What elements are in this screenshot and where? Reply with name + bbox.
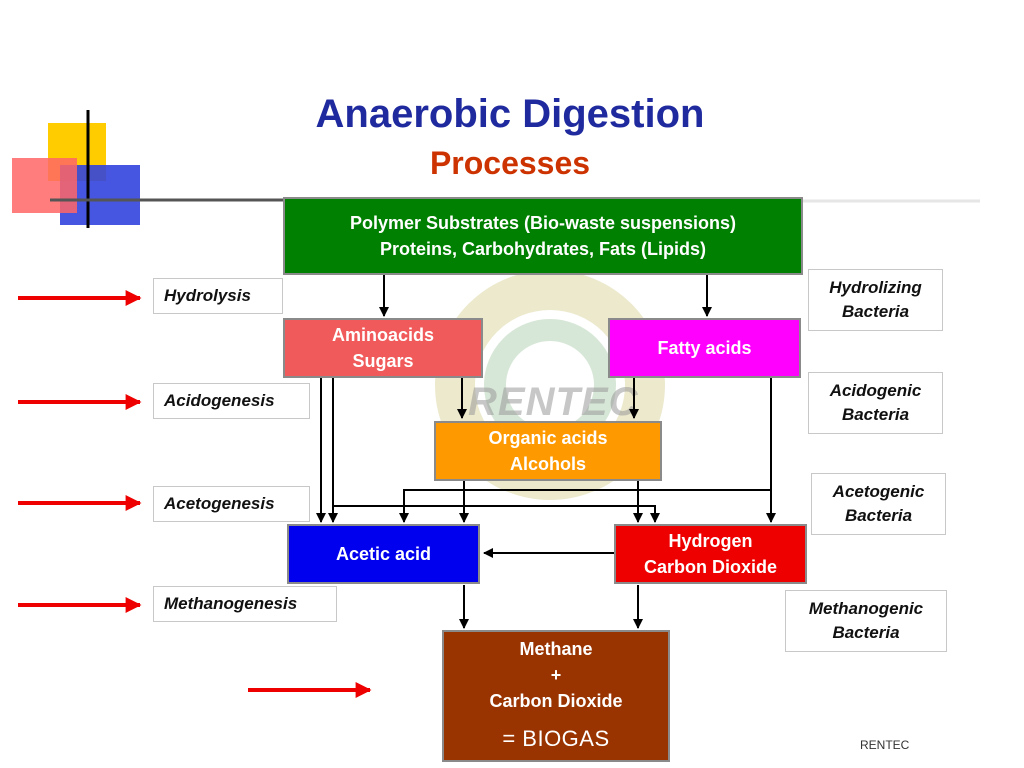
biogas-box: Methane + Carbon Dioxide = BIOGAS	[442, 630, 670, 762]
rentec-credit: RENTEC	[860, 738, 910, 752]
stage-methanogenesis: Methanogenesis	[153, 586, 337, 622]
fatty-acids-box: Fatty acids	[608, 318, 801, 378]
header-rule	[800, 199, 980, 203]
acetic-acid-box: Acetic acid	[287, 524, 480, 584]
page-title: Anaerobic Digestion	[315, 92, 705, 136]
stage-acetogenesis: Acetogenesis	[153, 486, 310, 522]
stage-hydrolysis: Hydrolysis	[153, 278, 283, 314]
corner-decoration	[12, 110, 330, 228]
stage-acidogenesis: Acidogenesis	[153, 383, 310, 419]
page-subtitle: Processes	[429, 145, 591, 181]
watermark-text: RENTEC	[468, 380, 639, 424]
polymer-substrates-box: Polymer Substrates (Bio-waste suspension…	[283, 197, 803, 275]
